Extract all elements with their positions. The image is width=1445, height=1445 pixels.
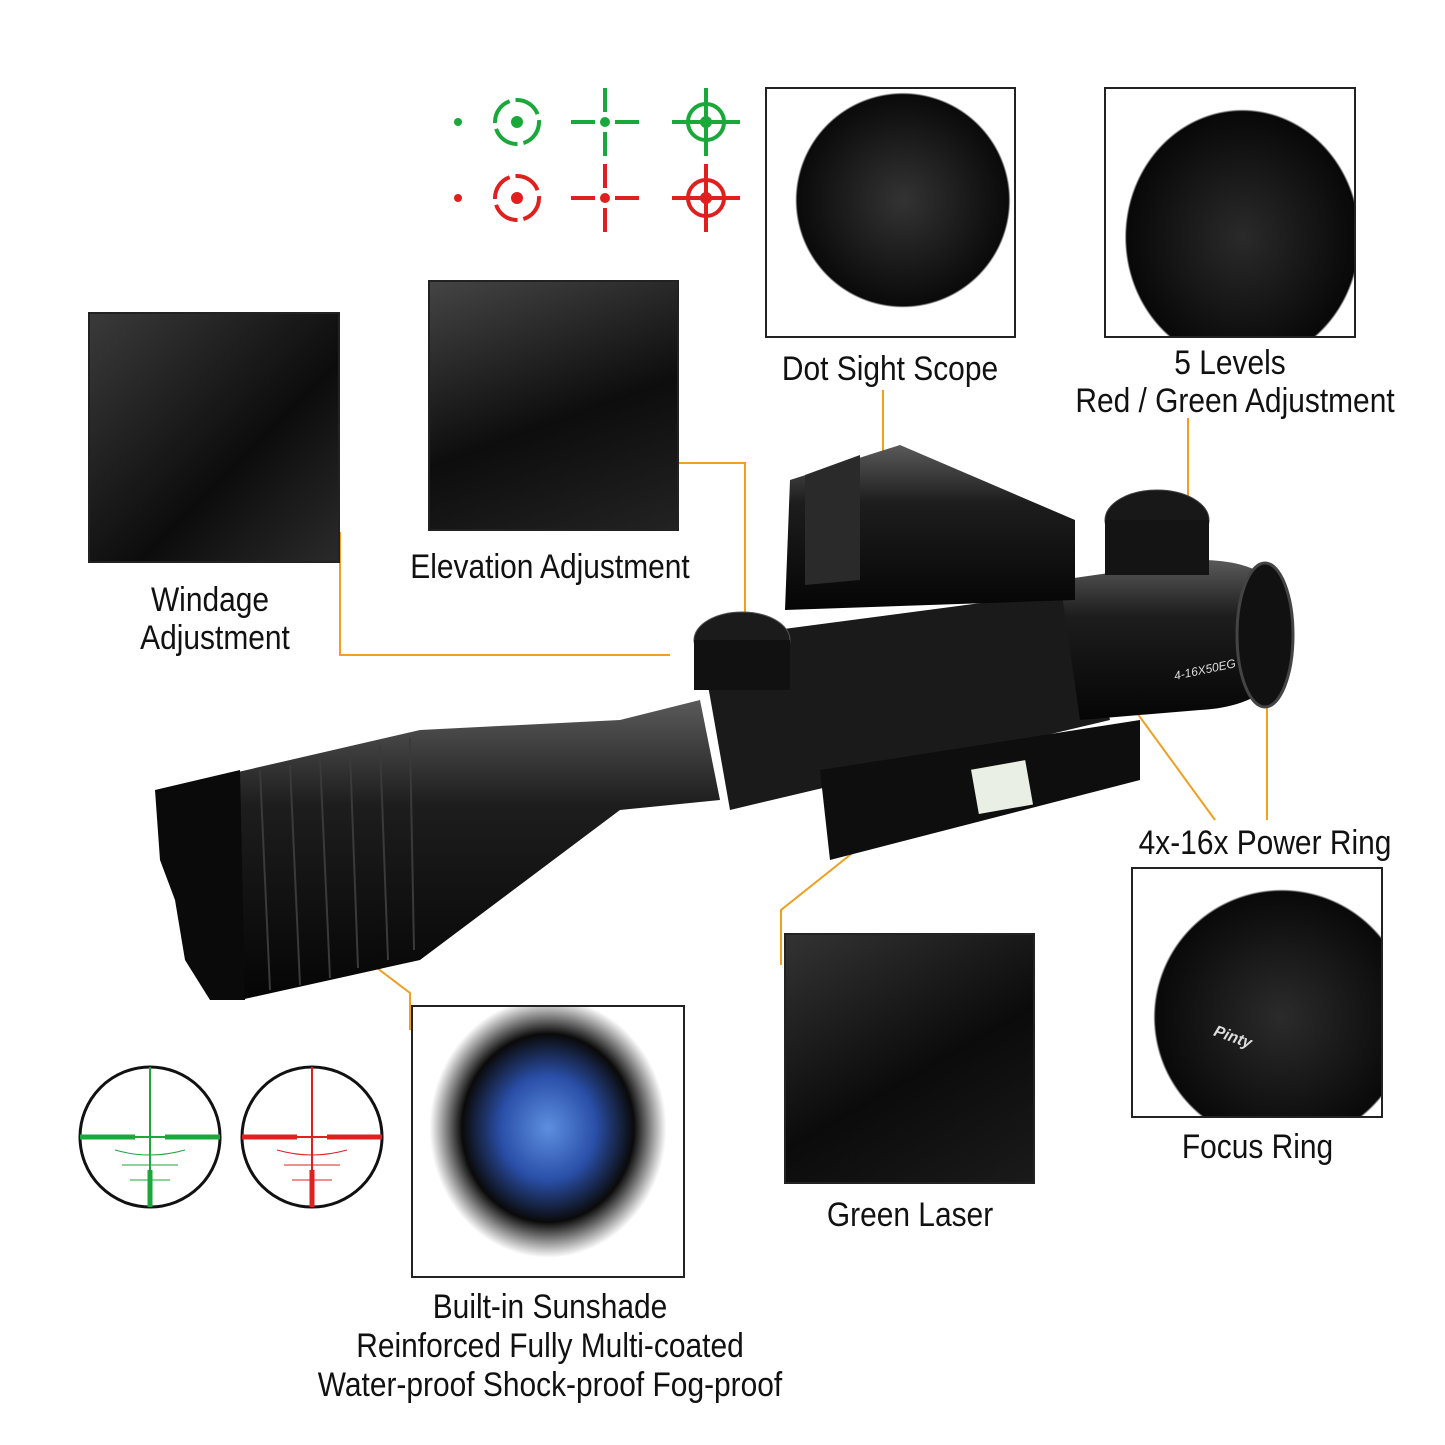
green-reticle-icons bbox=[454, 88, 740, 156]
green-laser-detail-photo bbox=[784, 933, 1035, 1184]
crosshair-circle-reticle-icon bbox=[672, 88, 740, 156]
windage-label-line1: Windage bbox=[150, 581, 270, 619]
levels-detail-photo bbox=[1104, 87, 1356, 338]
crosshair-circle-reticle-icon bbox=[672, 164, 740, 232]
elevation-detail-photo bbox=[428, 280, 679, 531]
levels-label-line1: 5 Levels bbox=[1174, 344, 1286, 382]
circle-dot-reticle-icon bbox=[493, 98, 541, 146]
green-mildot-reticle-icon bbox=[78, 1065, 222, 1209]
crosshair-reticle-icon bbox=[571, 164, 639, 232]
red-mildot-reticle-icon bbox=[240, 1065, 384, 1209]
circle-dot-reticle-icon bbox=[493, 174, 541, 222]
windage-label-line2: Adjustment bbox=[140, 619, 290, 657]
windage-leader bbox=[339, 532, 670, 656]
elevation-leader bbox=[679, 462, 746, 615]
sunshade-label-line2: Reinforced Fully Multi-coated bbox=[356, 1327, 744, 1365]
sunshade-label-line1: Built-in Sunshade bbox=[432, 1288, 668, 1326]
red-reticle-icons bbox=[454, 164, 740, 232]
rifle-scope: 4-16X50EG bbox=[155, 445, 1295, 1000]
windage-detail-photo bbox=[88, 312, 340, 563]
crosshair-reticle-icon bbox=[571, 88, 639, 156]
focus-ring-detail-photo: Pinty bbox=[1131, 867, 1383, 1118]
sunshade-detail-photo bbox=[411, 1005, 685, 1278]
sunshade-label-line3: Water-proof Shock-proof Fog-proof bbox=[317, 1366, 783, 1404]
focus-ring-label: Focus Ring bbox=[1181, 1128, 1334, 1166]
laser-leader bbox=[780, 834, 876, 965]
brand-logo: Pinty bbox=[1211, 1022, 1255, 1053]
dot-sight-detail-photo bbox=[765, 87, 1016, 338]
power-ring-label: 4x-16x Power Ring bbox=[1138, 824, 1392, 862]
levels-label-line2: Red / Green Adjustment bbox=[1075, 382, 1395, 420]
green-laser-label: Green Laser bbox=[826, 1196, 994, 1234]
elevation-label: Elevation Adjustment bbox=[410, 548, 690, 586]
dot-sight-label: Dot Sight Scope bbox=[781, 350, 999, 388]
dot-reticle-icon bbox=[454, 118, 462, 126]
dot-reticle-icon bbox=[454, 194, 462, 202]
